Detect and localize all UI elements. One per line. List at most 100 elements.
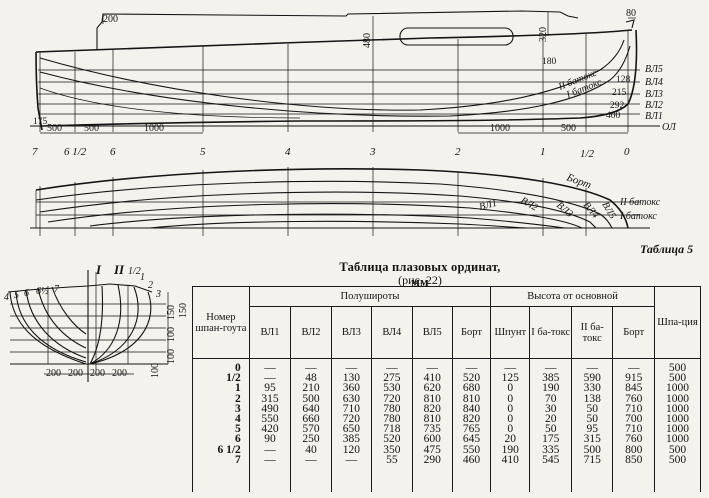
table-cell: 475 [423,443,441,456]
section-7 [51,286,87,335]
body-bottom-dim-3: 200 [90,368,105,379]
header-vl1: ВЛ1 [248,306,292,359]
table-cell: 520 [383,433,401,446]
table-cell: 620 [423,382,441,395]
section-6 [25,289,87,359]
table-cell: — [264,443,276,456]
section-6-half [37,287,87,349]
header-vl2: ВЛ2 [290,306,332,359]
table-cell: 7 [235,453,241,466]
dim-320: 320 [538,27,549,42]
table-cell: 735 [423,423,441,436]
cabin-roof [96,10,579,29]
table-cell: 315 [261,392,279,405]
dim-1000-a: 1000 [144,123,164,134]
half-breadth-plan: Борт ВЛ1 ВЛ2 ВЛ3 ВЛ4 ВЛ5 II батокс I бат… [30,167,661,236]
table-cell: 0 [235,362,241,374]
header-bort: Борт [451,306,492,359]
table-cell: 1/2 [226,372,241,385]
table-cell: 1000 [665,402,689,415]
table-cell: 2 [235,392,241,405]
body-plan: I II 1/2 1 2 3 4 5 6 6½ 7 100 100 150 15… [4,262,189,382]
header-batoks-1: I ба-токс [529,306,572,359]
table-cell: — [586,362,598,374]
table-cell: 630 [342,392,361,405]
section-half [89,285,103,365]
table-cell: 0 [507,412,514,425]
header-vl4: ВЛ4 [371,306,413,359]
table-cell: 4 [235,412,241,425]
dim-180: 180 [542,57,557,67]
wl5-plan [35,180,613,229]
dim-1000-b: 1000 [490,123,510,134]
body-label-4: 4 [4,292,9,303]
table-cell: 530 [383,382,401,395]
table-cell: 48 [305,372,317,385]
table-cell: 810 [423,412,441,425]
header-spacing: Шпа-ция [653,286,702,359]
station-label-4: 4 [285,146,291,158]
table-cell: 1000 [665,392,689,405]
table-cell: 385 [542,372,560,385]
header-station: Номер шпан-гоута [192,286,250,359]
table-cell: 410 [501,453,519,466]
stem-head [625,19,635,29]
table-cell: 550 [462,443,481,456]
dim-500-b: 500 [84,123,99,134]
table-cell: 820 [462,412,481,425]
body-label-2: 2 [148,280,153,291]
station-label-7: 7 [32,146,38,158]
table-cell: 138 [583,392,601,405]
keel-line [41,29,638,127]
table-cell: — [305,362,317,374]
table-cell: 600 [423,433,441,446]
label-vl1: ВЛ1 [645,111,663,122]
label-batoks-2-plan: II батокс [619,197,661,208]
label-vl4-plan: ВЛ4 [581,200,601,221]
station-label-3: 3 [369,146,376,158]
body-bottom-dim-1: 200 [46,368,61,379]
transom-profile [35,51,43,131]
label-vl3: ВЛ3 [645,89,663,100]
table-cell: — [345,362,358,374]
label-vl5-plan: ВЛ5 [599,200,617,221]
station-label-half: 1/2 [580,148,595,160]
body-label-half: 1/2 [128,266,141,277]
table-cell: 780 [383,412,401,425]
header-vl3: ВЛ3 [330,306,373,359]
table-cell: — [627,362,640,374]
table-cell: 660 [302,412,320,425]
table-cell: 190 [542,382,560,395]
table-cell: 125 [501,372,519,385]
body-bottom-dim-4: 200 [112,368,127,379]
table-cell: 360 [342,382,361,395]
table-cell: 315 [583,433,601,446]
table-cell: 1000 [665,433,689,446]
table-cell: 460 [462,453,481,466]
table-cell: 0 [507,392,514,405]
table-cell: 840 [462,402,481,415]
label-vl2-plan: ВЛ2 [519,195,540,213]
table-cell: 20 [504,433,517,446]
table-cell: 710 [625,402,643,415]
table-cell: — [264,372,276,385]
station-label-5: 5 [200,146,206,158]
table-cell: 40 [305,443,317,456]
table-cell: 1000 [665,412,689,425]
label-vl1-plan: ВЛ1 [478,198,498,213]
table-cell: 5 [235,423,241,436]
dim-80: 80 [626,8,636,19]
body-label-II: II [113,262,125,277]
table-cell: 760 [625,433,643,446]
table-cell: 710 [625,423,643,436]
body-bottom-dim-2: 200 [68,368,83,379]
table-cell: 0 [507,423,514,436]
table-cell: 760 [625,392,643,405]
